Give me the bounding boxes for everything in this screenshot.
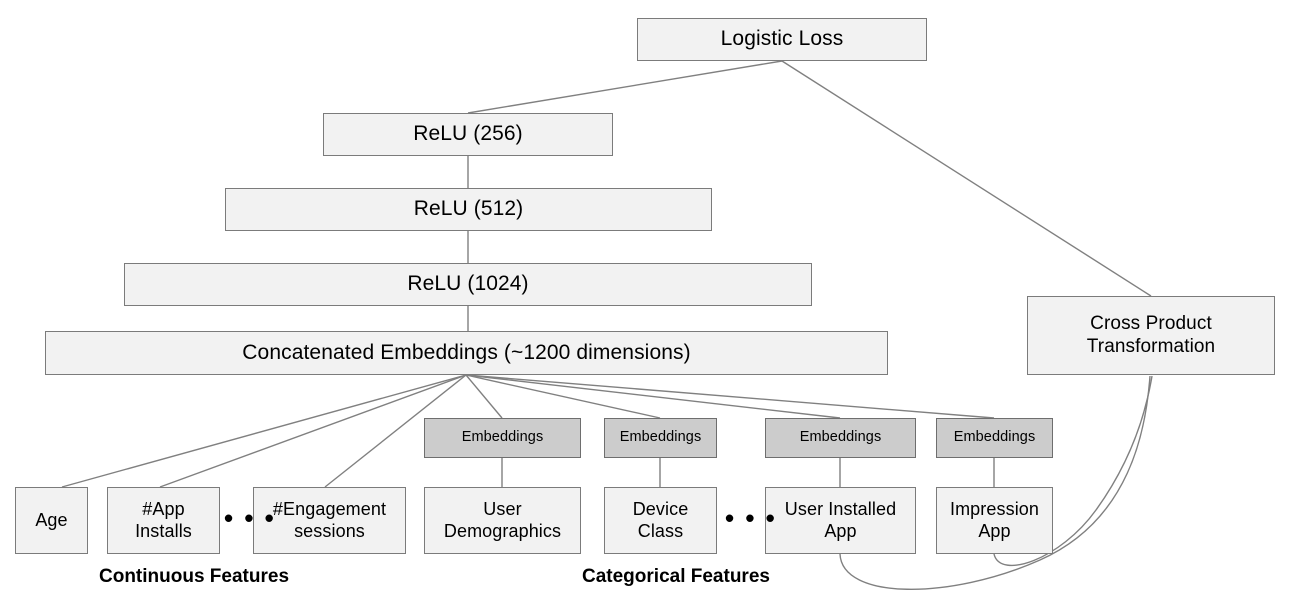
node-relu-256-label: ReLU (256) (413, 122, 523, 146)
node-feature-age-line1: Age (35, 509, 68, 530)
node-embeddings-4-label: Embeddings (953, 429, 1036, 446)
node-cross-product-transformation[interactable]: Cross Product Transformation (1027, 296, 1275, 375)
node-feature-user-demographics[interactable]: User Demographics (424, 487, 581, 554)
node-feature-device-class-line2: Class (637, 520, 684, 541)
node-concatenated-embeddings[interactable]: Concatenated Embeddings (~1200 dimension… (45, 331, 888, 375)
node-cross-product-transformation-line1: Cross Product (1090, 313, 1212, 335)
node-embeddings-2[interactable]: Embeddings (604, 418, 717, 458)
node-feature-engagement-sessions-line1: #Engagement (272, 499, 387, 520)
node-embeddings-3[interactable]: Embeddings (765, 418, 916, 458)
node-cross-product-transformation-line2: Transformation (1086, 335, 1216, 357)
edge-loss-to-cross (781, 60, 1152, 297)
node-relu-512[interactable]: ReLU (512) (225, 188, 712, 231)
node-embeddings-2-label: Embeddings (619, 429, 702, 446)
label-categorical-features: Categorical Features (582, 566, 770, 587)
node-feature-engagement-sessions[interactable]: #Engagement sessions (253, 487, 406, 554)
node-feature-app-installs-line1: #App (142, 499, 185, 520)
edge-user-installed-app-to-cross (839, 375, 1151, 590)
node-feature-user-installed-app[interactable]: User Installed App (765, 487, 916, 554)
node-feature-impression-app-line1: Impression (949, 499, 1040, 520)
node-feature-age[interactable]: Age (15, 487, 88, 554)
node-relu-1024[interactable]: ReLU (1024) (124, 263, 812, 306)
node-feature-user-installed-app-line2: App (824, 520, 857, 541)
node-feature-user-demographics-line2: Demographics (443, 520, 562, 541)
node-feature-engagement-sessions-line2: sessions (294, 520, 365, 541)
node-feature-app-installs-line2: Installs (135, 520, 192, 541)
node-embeddings-1-label: Embeddings (461, 429, 544, 446)
edge-concat-to-app-installs (159, 374, 467, 488)
ellipsis-categorical: • • • (725, 503, 777, 533)
node-feature-user-installed-app-line1: User Installed (784, 499, 897, 520)
node-embeddings-3-label: Embeddings (799, 429, 882, 446)
label-continuous-features: Continuous Features (99, 566, 290, 587)
node-embeddings-4[interactable]: Embeddings (936, 418, 1053, 458)
node-logistic-loss[interactable]: Logistic Loss (637, 18, 927, 61)
node-concatenated-embeddings-label: Concatenated Embeddings (~1200 dimension… (242, 340, 691, 364)
node-feature-device-class-line1: Device (632, 499, 689, 520)
edge-concat-to-embeddings-4 (465, 374, 995, 419)
node-logistic-loss-label: Logistic Loss (720, 27, 844, 51)
node-embeddings-1[interactable]: Embeddings (424, 418, 581, 458)
edge-concat-to-embeddings-3 (465, 374, 841, 419)
node-feature-impression-app[interactable]: Impression App (936, 487, 1053, 554)
node-feature-impression-app-line2: App (978, 520, 1011, 541)
node-relu-1024-label: ReLU (1024) (407, 272, 529, 296)
edge-concat-to-embeddings-2 (465, 374, 661, 419)
node-feature-device-class[interactable]: Device Class (604, 487, 717, 554)
ellipsis-continuous: • • • (224, 503, 276, 533)
node-feature-app-installs[interactable]: #App Installs (107, 487, 220, 554)
edge-concat-to-age (61, 374, 467, 488)
node-relu-256[interactable]: ReLU (256) (323, 113, 613, 156)
edge-loss-to-relu256 (467, 60, 783, 114)
node-relu-512-label: ReLU (512) (413, 197, 524, 221)
node-feature-user-demographics-line1: User (483, 499, 522, 520)
edge-concat-to-embeddings-1 (465, 374, 503, 419)
